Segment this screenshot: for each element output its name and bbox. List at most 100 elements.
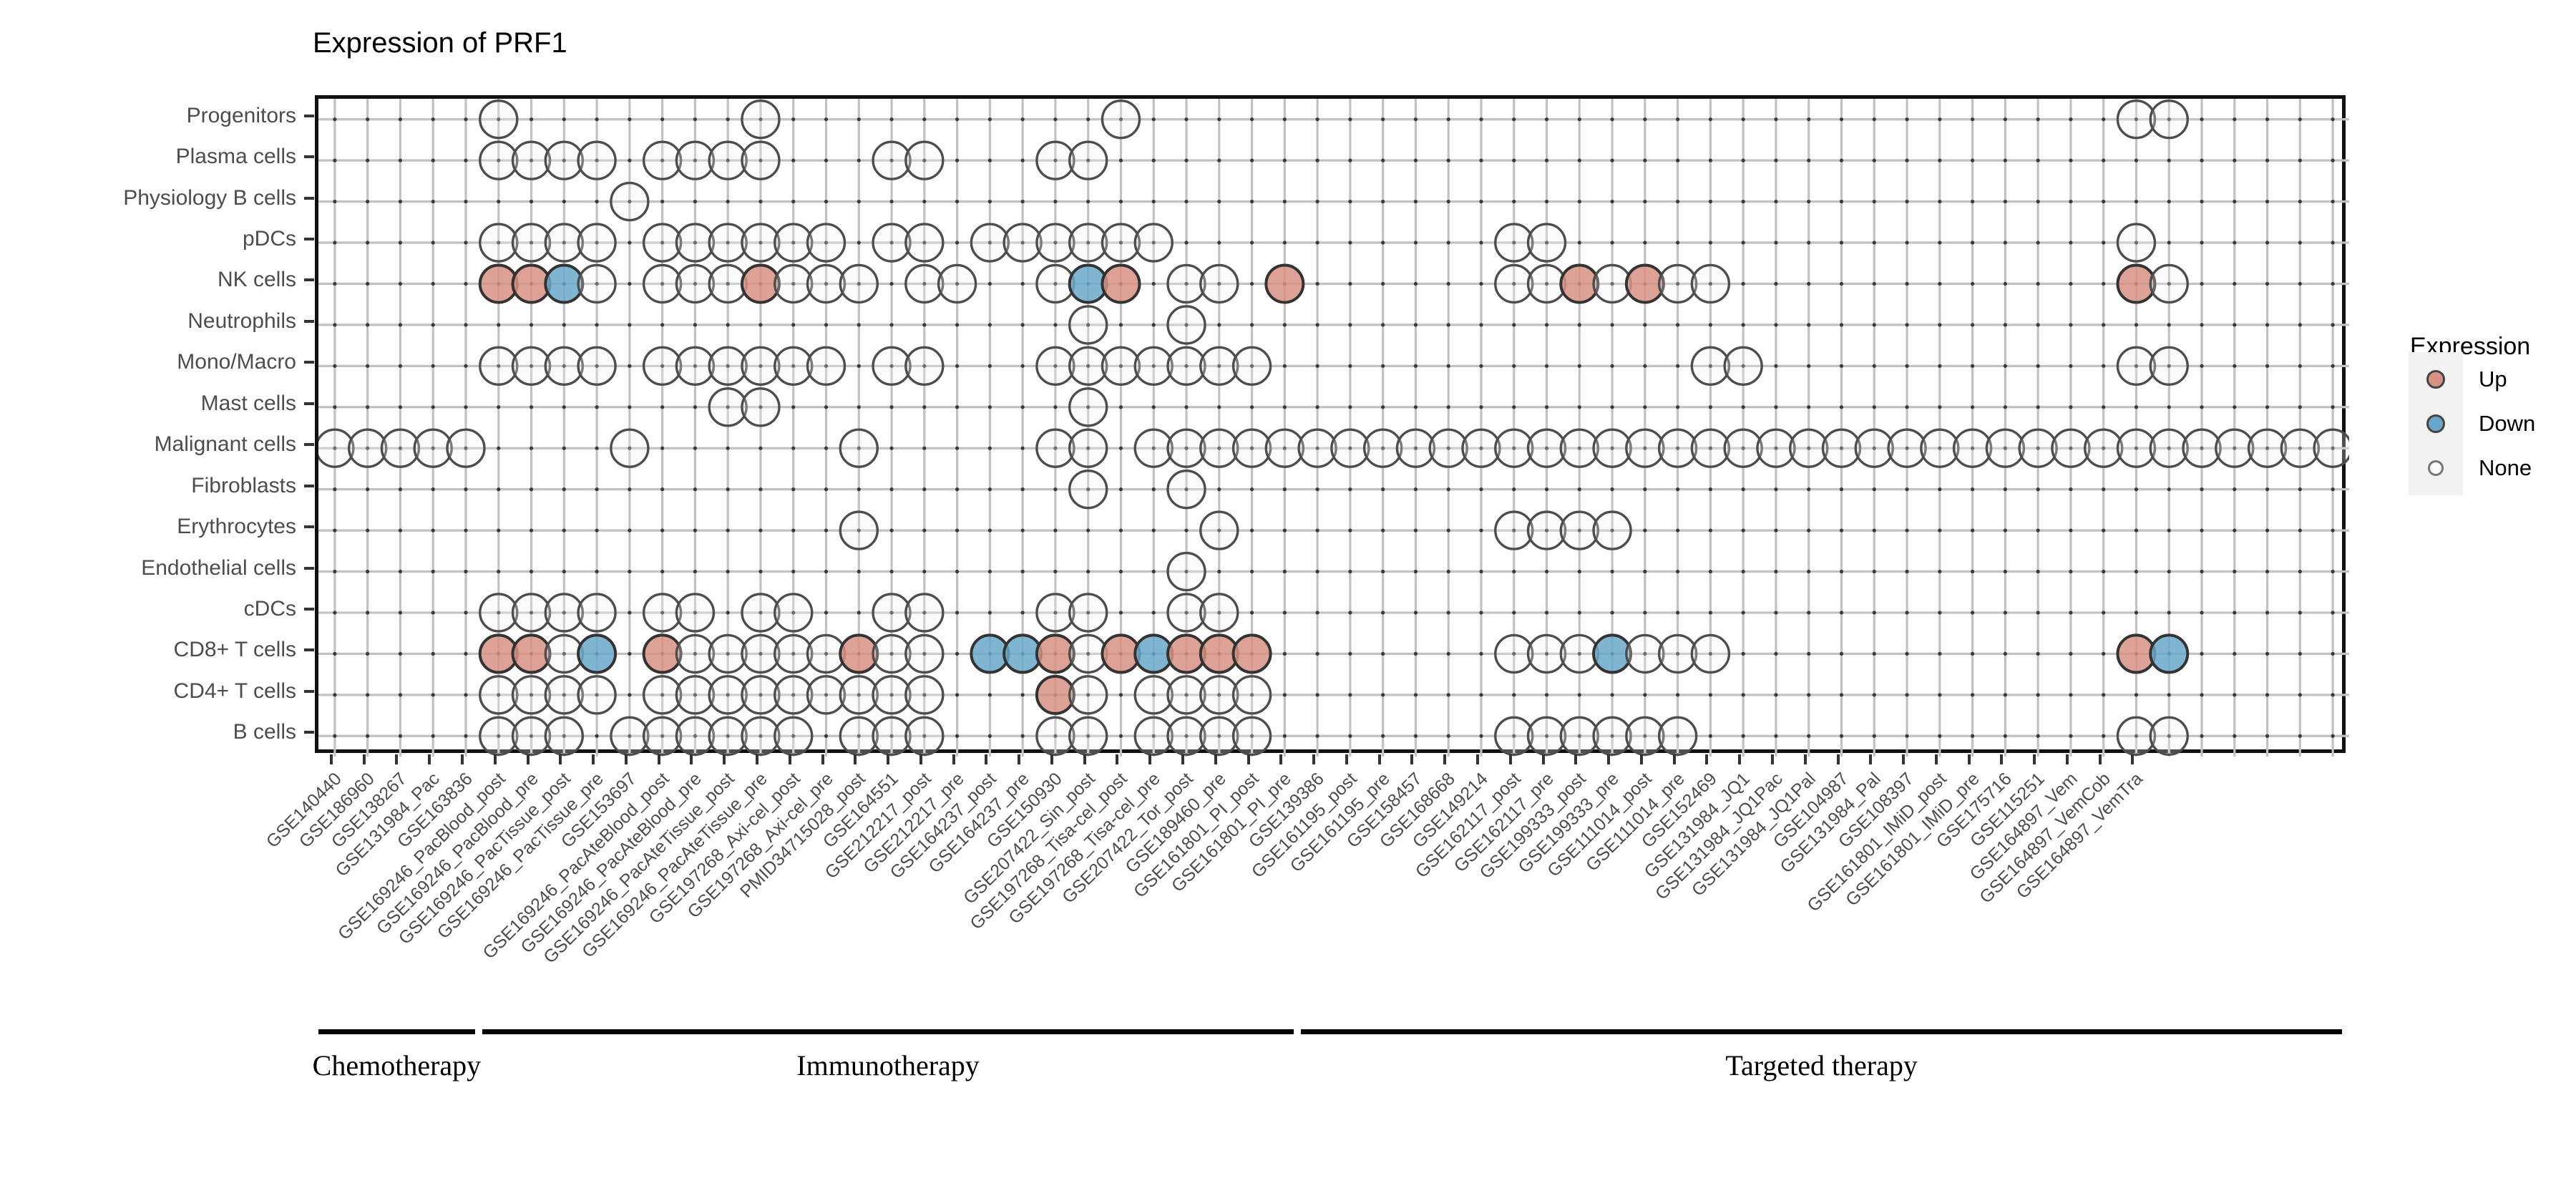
dot-up (1231, 633, 1272, 674)
y-tick-label: Malignant cells (154, 432, 296, 457)
x-tick-mark (821, 754, 824, 764)
dot-none (1494, 633, 1534, 674)
y-tick-label: CD4+ T cells (173, 679, 296, 703)
dot-none (1494, 223, 1534, 263)
dot-none (1035, 346, 1075, 387)
dot-none (2247, 428, 2288, 468)
dot-none (1068, 346, 1108, 387)
legend-label: Down (2479, 411, 2536, 436)
dot-none (1068, 428, 1108, 468)
dot-none (1068, 387, 1108, 427)
dot-none (839, 716, 879, 756)
dot-none (1101, 99, 1141, 140)
dot-none (1494, 716, 1534, 756)
dot-none (708, 716, 748, 756)
x-tick-mark (1574, 754, 1578, 764)
dot-none (2116, 716, 2157, 756)
dot-up (642, 633, 683, 674)
dot-none (904, 675, 945, 715)
dot-none (872, 223, 912, 263)
dot-none (675, 140, 716, 180)
dot-none (1166, 469, 1206, 510)
y-tick-label: Plasma cells (175, 145, 296, 169)
group-label: Chemotherapy (312, 1049, 482, 1082)
dot-none (1690, 346, 1731, 387)
x-tick-mark (854, 754, 857, 764)
dot-none (774, 593, 814, 633)
dot-none (1657, 716, 1698, 756)
x-tick-mark (1410, 754, 1414, 764)
dot-none (577, 675, 617, 715)
dot-none (1166, 263, 1206, 304)
y-tick-label: Erythrocytes (177, 515, 296, 539)
dot-none (904, 223, 945, 263)
x-tick-mark (1508, 754, 1512, 764)
dot-none (577, 346, 617, 387)
y-tick-label: pDCs (242, 227, 296, 251)
dot-none (1494, 428, 1534, 468)
dot-none (904, 593, 945, 633)
dot-none (741, 633, 781, 674)
dot-none (1199, 593, 1239, 633)
dot-none (839, 510, 879, 550)
x-tick-mark (428, 754, 431, 764)
dot-none (1657, 428, 1698, 468)
x-tick-mark (2000, 754, 2004, 764)
x-tick-mark (1181, 754, 1185, 764)
y-tick-mark (304, 525, 314, 529)
x-tick-mark (1083, 754, 1086, 764)
y-tick-label: B cells (233, 720, 296, 744)
dot-none (642, 346, 683, 387)
legend-label: Up (2479, 366, 2507, 392)
dot-none (1035, 223, 1075, 263)
dot-none (2215, 428, 2255, 468)
dot-none (1068, 223, 1108, 263)
dot-none (708, 223, 748, 263)
dot-none (511, 346, 552, 387)
dot-none (1592, 716, 1632, 756)
dot-none (708, 675, 748, 715)
y-tick-mark (304, 484, 314, 487)
y-tick-label: Mast cells (200, 391, 296, 415)
dot-none (2018, 428, 2058, 468)
dot-none (347, 428, 388, 468)
x-tick-mark (1312, 754, 1316, 764)
dot-none (577, 263, 617, 304)
dot-none (937, 263, 977, 304)
dot-none (642, 263, 683, 304)
y-tick-mark (304, 566, 314, 570)
y-tick-label: NK cells (217, 268, 296, 292)
dot-none (872, 140, 912, 180)
dot-none (774, 346, 814, 387)
x-tick-mark (1803, 754, 1807, 764)
dot-none (1133, 428, 1174, 468)
dot-none (1068, 593, 1108, 633)
dot-none (1887, 428, 1927, 468)
dot-none (1789, 428, 1829, 468)
x-tick-mark (493, 754, 497, 764)
dot-none (2116, 223, 2157, 263)
dot-none (1592, 428, 1632, 468)
y-tick-mark (304, 402, 314, 405)
dot-none (2116, 99, 2157, 140)
dot-none (1199, 675, 1239, 715)
dot-none (2280, 428, 2321, 468)
dot-none (1035, 716, 1075, 756)
x-tick-mark (362, 754, 366, 764)
x-tick-mark (2065, 754, 2069, 764)
dot-none (970, 223, 1010, 263)
x-tick-mark (1345, 754, 1348, 764)
dot-none (708, 387, 748, 427)
dot-none (872, 593, 912, 633)
dot-none (511, 593, 552, 633)
legend-dot-down (2426, 414, 2445, 433)
dot-none (774, 263, 814, 304)
x-tick-mark (460, 754, 464, 764)
dot-none (1231, 428, 1272, 468)
dot-none (1166, 346, 1206, 387)
dot-up (839, 633, 879, 674)
dot-none (1101, 346, 1141, 387)
dot-none (2149, 428, 2189, 468)
dot-none (806, 675, 847, 715)
dot-none (479, 223, 519, 263)
